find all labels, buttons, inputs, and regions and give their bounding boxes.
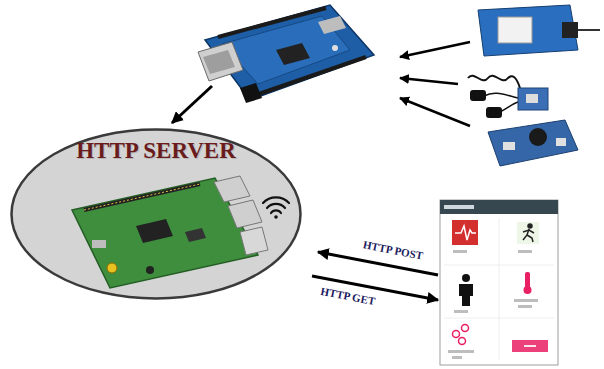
- sensor-disc: [529, 128, 547, 146]
- server-ellipse: HTTP SERVER: [10, 128, 302, 300]
- app-bar: [440, 200, 558, 214]
- gpio-pins: [84, 184, 200, 210]
- power-jack: [240, 83, 262, 103]
- figure-arm: [523, 230, 534, 233]
- person-head: [462, 274, 470, 282]
- icon-caption: [453, 250, 467, 253]
- ethernet-jack-face: [203, 50, 235, 74]
- phone-screen: [440, 200, 558, 365]
- grid-line: [444, 265, 554, 266]
- molecule-icon: [453, 325, 469, 345]
- usb-port: [214, 176, 250, 202]
- wifi-arc: [263, 197, 289, 203]
- wifi-arc: [267, 204, 285, 208]
- wifi-arc: [271, 210, 281, 213]
- wifi-symbol: [263, 197, 289, 218]
- person-body: [459, 284, 473, 306]
- reset-button: [332, 45, 338, 51]
- icon-caption: [454, 310, 468, 313]
- protocol-label: HTTP GET: [320, 285, 377, 307]
- sd-slot: [318, 16, 346, 34]
- arrow: [400, 98, 470, 126]
- sensor-element: [498, 17, 532, 43]
- button-caption: [524, 345, 536, 347]
- cable: [500, 102, 518, 112]
- wifi-dot: [274, 215, 278, 219]
- icon-caption: [452, 356, 462, 359]
- electrode-pad: [486, 107, 502, 118]
- gpio-header: [84, 184, 200, 210]
- pin-header: [562, 22, 578, 38]
- molecule-atom: [459, 338, 466, 345]
- protocol-label: HTTP POST: [362, 238, 424, 261]
- icon-caption: [514, 299, 538, 302]
- arrow: [172, 86, 212, 123]
- raspberry-pi: [72, 176, 268, 288]
- shield-pcb: [222, 16, 350, 84]
- cable: [484, 93, 518, 98]
- ethernet-port: [240, 227, 268, 255]
- chip: [276, 43, 310, 65]
- soc-chip: [136, 219, 173, 243]
- connector: [526, 94, 538, 103]
- running-figure: [523, 224, 534, 242]
- thermometer-bulb: [524, 286, 532, 294]
- audio-jack: [146, 266, 154, 274]
- app-button: [512, 340, 548, 352]
- grid-line: [499, 218, 500, 360]
- arduino-board: [198, 5, 374, 103]
- sensor-pcb: [488, 120, 578, 166]
- pin-header: [256, 57, 366, 95]
- grid-line: [444, 318, 554, 319]
- wire: [578, 29, 600, 31]
- connector: [503, 142, 515, 150]
- ethernet-jack: [198, 42, 243, 81]
- pin-header: [218, 8, 326, 37]
- sensor-module: [468, 76, 548, 118]
- sensor-pcb: [518, 88, 548, 110]
- icon-caption: [518, 250, 532, 253]
- sensor-pcb: [478, 5, 578, 56]
- icon-caption: [448, 350, 474, 353]
- usb-port: [228, 200, 262, 228]
- heart-rate-icon: [452, 220, 478, 245]
- app-bar-title: [444, 205, 474, 209]
- molecule-atom: [453, 331, 460, 338]
- connector: [556, 138, 566, 146]
- arrow: [400, 78, 458, 84]
- hdmi-port: [92, 240, 106, 248]
- icon-caption: [518, 305, 532, 308]
- rca-jack: [107, 263, 117, 273]
- molecule-atom: [462, 325, 469, 332]
- phone-app: [440, 200, 558, 365]
- sensor-module: [478, 5, 600, 56]
- cable: [468, 76, 520, 88]
- sensor-module: [488, 120, 578, 166]
- figure-head: [528, 224, 532, 228]
- activity-icon: [517, 222, 539, 244]
- node-title: HTTP SERVER: [10, 137, 302, 165]
- arrow: [400, 42, 470, 57]
- electrode-pad: [470, 90, 486, 101]
- thermometer-icon: [525, 272, 530, 288]
- pulse-line: [455, 226, 476, 240]
- chip: [185, 228, 206, 242]
- figure-leg: [527, 235, 533, 242]
